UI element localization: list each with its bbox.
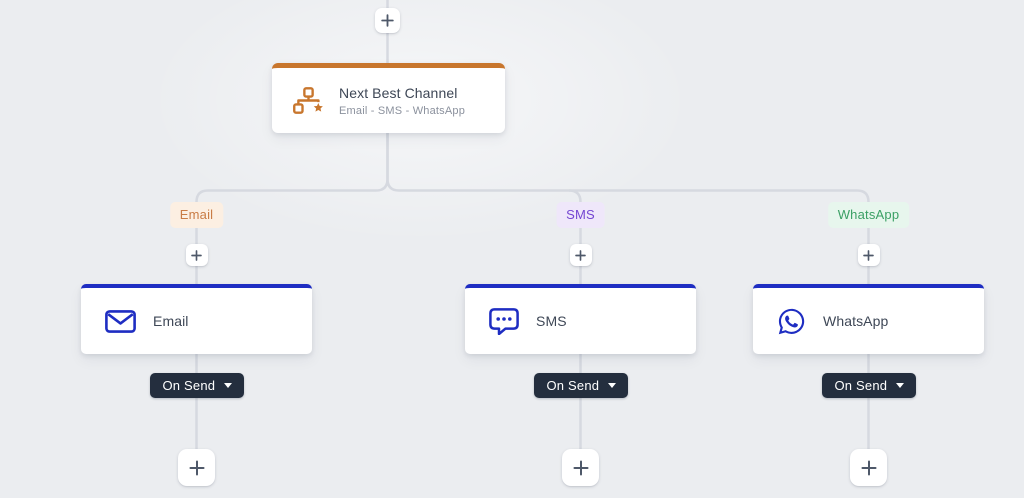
on-send-dropdown-sms[interactable]: On Send (533, 373, 628, 398)
root-node-title: Next Best Channel (339, 84, 458, 101)
add-step-button-email-branch[interactable] (185, 244, 208, 266)
add-step-button-email-end[interactable] (178, 449, 215, 486)
plus-icon (863, 249, 874, 261)
email-node-label: Email (153, 313, 189, 329)
sms-bubble-icon (489, 307, 519, 335)
add-step-button-sms-branch[interactable] (569, 244, 592, 266)
whatsapp-icon (777, 307, 806, 336)
whatsapp-channel-node[interactable]: WhatsApp (753, 284, 984, 354)
whatsapp-node-label: WhatsApp (823, 313, 889, 329)
add-step-button-sms-end[interactable] (562, 449, 599, 486)
on-send-label: On Send (546, 378, 600, 393)
caret-down-icon (895, 383, 904, 388)
add-step-button-top[interactable] (375, 8, 400, 33)
on-send-dropdown-email[interactable]: On Send (149, 373, 244, 398)
plus-icon (381, 14, 394, 27)
on-send-label: On Send (162, 378, 216, 393)
email-channel-node[interactable]: Email (81, 284, 312, 354)
envelope-icon (105, 309, 136, 333)
branch-badge-whatsapp: WhatsApp (827, 202, 910, 228)
sitemap-star-icon (293, 87, 324, 114)
sms-node-label: SMS (536, 313, 567, 329)
plus-icon (188, 459, 205, 476)
root-node-subtitle: Email - SMS - WhatsApp (339, 104, 466, 117)
branch-badge-email: Email (169, 202, 224, 228)
on-send-label: On Send (834, 378, 888, 393)
next-best-channel-node[interactable]: Next Best Channel Email - SMS - WhatsApp (272, 63, 505, 133)
plus-icon (191, 249, 202, 261)
plus-icon (860, 459, 877, 476)
caret-down-icon (607, 383, 616, 388)
caret-down-icon (223, 383, 232, 388)
plus-icon (575, 249, 586, 261)
on-send-dropdown-whatsapp[interactable]: On Send (821, 373, 916, 398)
add-step-button-whatsapp-branch[interactable] (857, 244, 880, 266)
plus-icon (572, 459, 589, 476)
sms-channel-node[interactable]: SMS (465, 284, 696, 354)
add-step-button-whatsapp-end[interactable] (850, 449, 887, 486)
branch-badge-sms: SMS (556, 202, 605, 228)
